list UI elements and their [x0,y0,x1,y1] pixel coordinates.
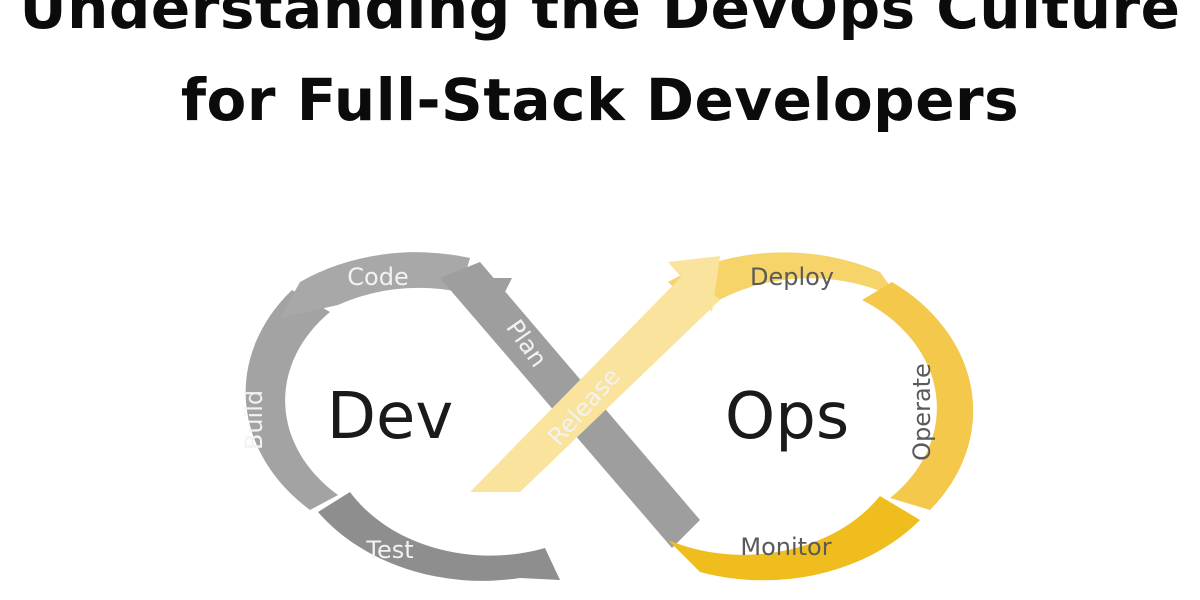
dev-label: Dev [327,380,454,454]
release-arrowhead [668,256,720,312]
build-segment [245,290,338,510]
stage-test-label: Test [365,536,413,564]
deploy-segment [668,252,900,312]
code-segment [280,252,470,318]
ops-label: Ops [725,380,849,454]
stage-build-label: Build [240,390,268,450]
release-band [470,272,720,492]
operate-segment [862,282,974,510]
page-title-line-2: for Full-Stack Developers [180,66,1020,134]
test-segment [318,492,560,581]
monitor-segment [668,496,920,581]
stage-code-label: Code [347,263,408,291]
stage-operate-label: Operate [908,363,936,461]
plan-arrowhead [448,278,512,326]
stage-deploy-label: Deploy [750,263,834,291]
page-title-line-1: Understanding the DevOps Culture [19,0,1181,42]
stage-monitor-label: Monitor [740,533,831,561]
